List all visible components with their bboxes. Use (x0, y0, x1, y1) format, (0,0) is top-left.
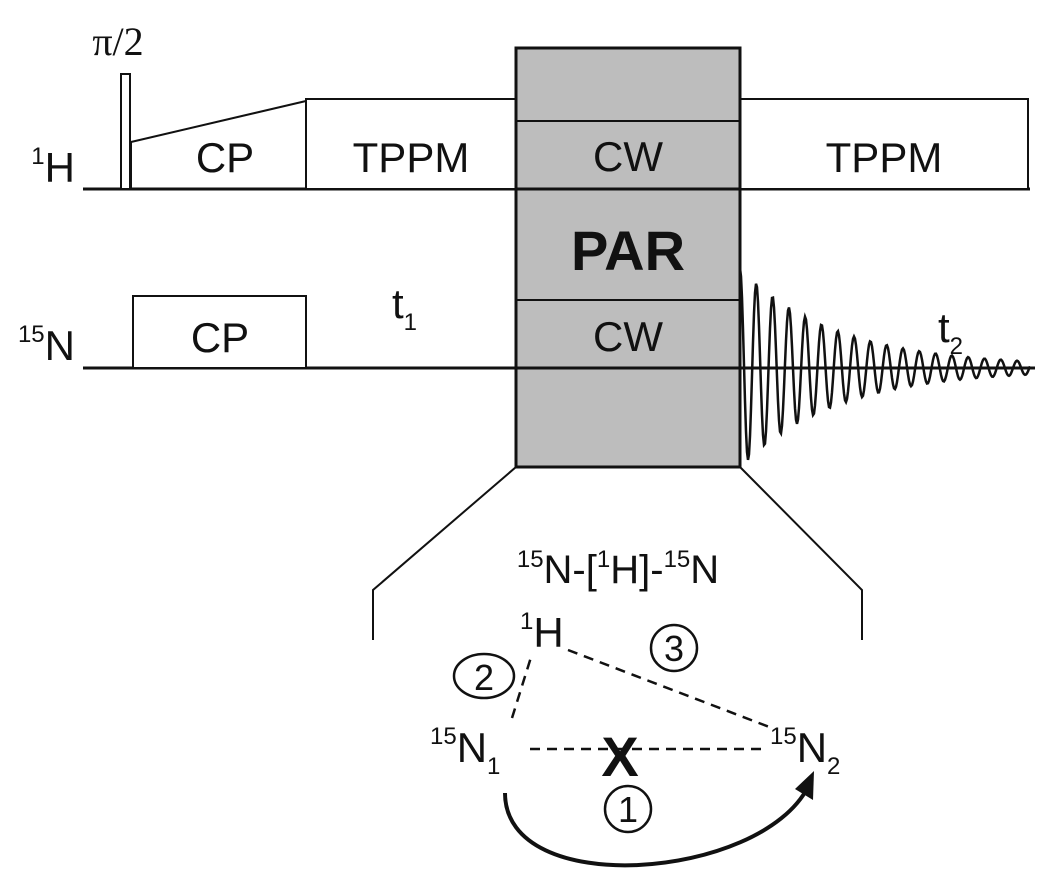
pi-half-label: π/2 (92, 19, 143, 64)
proton-atom: 1H (520, 608, 564, 656)
h-channel-label: 1H (31, 143, 75, 191)
t1-label: t1 (392, 280, 417, 336)
n-cw-label: CW (593, 313, 663, 360)
transfer-arrowhead (795, 771, 814, 800)
step-2-circle (452, 652, 516, 700)
t2-label: t2 (938, 304, 963, 360)
par-label: PAR (571, 219, 685, 282)
h-tppm-block-acq (739, 98, 1029, 190)
zoom-right-line (739, 466, 863, 640)
h-tppm-block (305, 98, 517, 190)
fid-signal (738, 267, 1032, 461)
coupling-h-n2 (567, 648, 773, 730)
step-1-circle (603, 784, 653, 834)
h-cp-label: CP (196, 134, 254, 181)
h-cw-label: CW (593, 133, 663, 180)
coupling-n1-h (510, 653, 534, 719)
cp-ramp-slope (130, 100, 307, 143)
blocked-transfer-mark: X (601, 725, 638, 788)
n1-atom: 15N1 (430, 723, 500, 780)
n-cp-block (132, 295, 307, 369)
pi-half-pulse (120, 73, 131, 190)
n-cp-label: CP (191, 314, 249, 361)
mechanism-title: 15N-[1H]-15N (517, 546, 719, 592)
n-channel-label: 15N (18, 321, 75, 369)
n2-atom: 15N2 (770, 723, 840, 780)
step-3-label: 3 (664, 628, 684, 669)
step-3-circle (649, 623, 699, 673)
h-tppm-label: TPPM (353, 134, 470, 181)
par-block (514, 46, 742, 469)
step-2-label: 2 (474, 657, 494, 698)
h-tppm-acq-label: TPPM (826, 134, 943, 181)
step-1-label: 1 (618, 789, 638, 830)
zoom-left-line (372, 466, 517, 640)
transfer-arrow (503, 786, 810, 868)
